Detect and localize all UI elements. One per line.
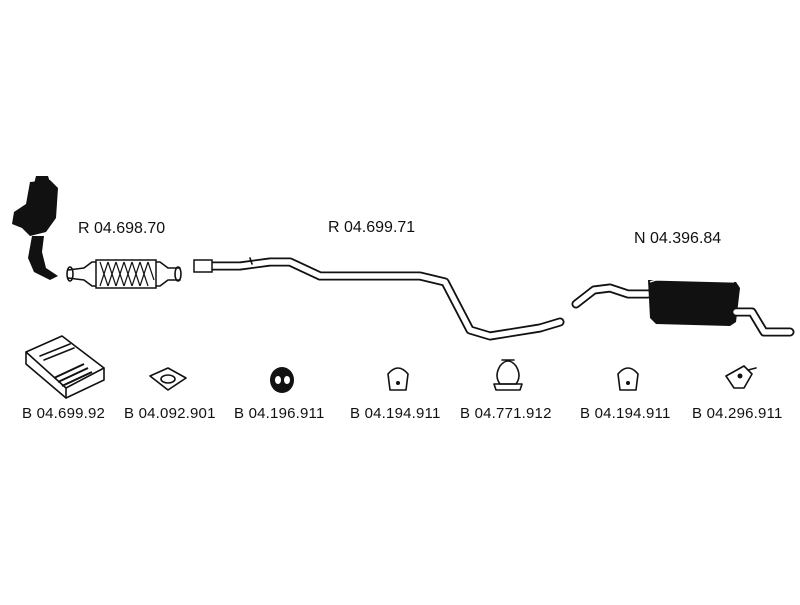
- front-flex-pipe-icon: [66, 259, 182, 289]
- rubber-mount-icon: [617, 367, 639, 391]
- hardware-label: B 04.196.911: [234, 405, 325, 422]
- rear-silencer-icon: [571, 279, 795, 337]
- hardware-label: B 04.771.912: [460, 405, 552, 422]
- rear-silencer-label: N 04.396.84: [634, 230, 722, 247]
- rubber-mount-icon: [387, 367, 409, 391]
- hardware-label: B 04.194.911: [580, 405, 671, 422]
- gasket-icon: [149, 367, 187, 391]
- hardware-label: B 04.699.92: [22, 405, 106, 422]
- hardware-label: B 04.092.901: [124, 405, 216, 422]
- hardware-label: B 04.194.911: [350, 405, 441, 422]
- front-section-label: R 04.698.70: [78, 220, 166, 237]
- pipe-clamp-icon: [493, 359, 523, 391]
- front-manifold-icon: [12, 176, 58, 280]
- hardware-label: B 04.296.911: [692, 405, 783, 422]
- middle-pipe-icon: [193, 257, 565, 341]
- bracket-icon: [725, 365, 757, 389]
- rubber-hanger-icon: [270, 367, 294, 393]
- middle-section-label: R 04.699.71: [328, 219, 416, 236]
- mounting-kit-box-icon: [25, 335, 105, 399]
